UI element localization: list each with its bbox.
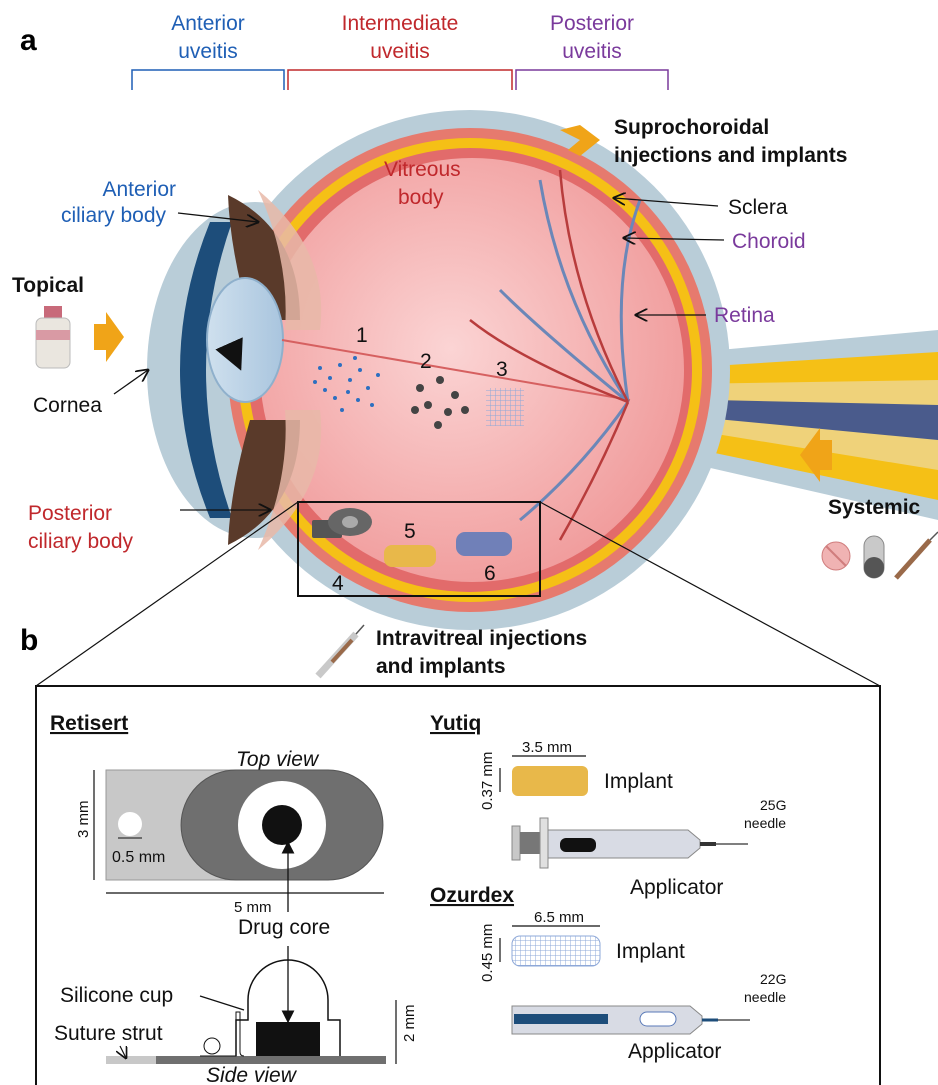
label-choroid: Choroid	[732, 230, 806, 253]
number-4: 4	[332, 572, 344, 595]
syringe-systemic-icon	[896, 532, 938, 578]
retisert-title: Retisert	[50, 712, 128, 735]
panel-b-letter: b	[20, 624, 38, 657]
eye-drop-bottle-icon	[36, 306, 70, 368]
label-anterior-ciliary-2: ciliary body	[61, 204, 167, 227]
retisert-side-view: Side view	[206, 1064, 298, 1085]
route-systemic: Systemic	[828, 496, 921, 519]
route-intravitreal-1: Intravitreal injections	[376, 627, 587, 650]
number-6: 6	[484, 562, 496, 585]
retisert-dim-side: 2 mm	[401, 1005, 418, 1043]
route-intravitreal-2: and implants	[376, 655, 506, 678]
retisert-dim-length: 5 mm	[234, 899, 272, 916]
ozurdex-needle-1: 22G	[760, 971, 786, 987]
pointer-cornea	[114, 370, 148, 394]
yutiq-applicator-label: Applicator	[630, 876, 723, 899]
ozurdex-implant	[512, 936, 600, 966]
retisert-drug-core: Drug core	[238, 916, 330, 939]
region-anterior: Anterior uveitis	[132, 12, 284, 90]
yutiq-applicator	[512, 818, 748, 868]
region-anterior-line1: Anterior	[171, 12, 245, 35]
label-sclera: Sclera	[728, 196, 788, 219]
ozurdex-dim-diameter: 0.45 mm	[479, 924, 496, 982]
region-intermediate-bracket	[288, 70, 512, 90]
ozurdex-needle-2: needle	[744, 989, 786, 1005]
retisert-suture-strut: Suture strut	[54, 1022, 163, 1045]
retisert-dim-hole: 0.5 mm	[112, 849, 165, 866]
number-3: 3	[496, 358, 508, 381]
label-retina: Retina	[714, 304, 775, 327]
label-anterior-ciliary-1: Anterior	[102, 178, 176, 201]
arrow-topical-icon	[94, 312, 124, 362]
ozurdex-applicator-label: Applicator	[628, 1040, 721, 1063]
drug-mesh-3	[486, 388, 524, 426]
yutiq-implant	[512, 766, 588, 796]
region-anterior-bracket	[132, 70, 284, 90]
label-posterior-ciliary-2: ciliary body	[28, 530, 134, 553]
region-intermediate: Intermediate uveitis	[288, 12, 512, 90]
route-suprochoroidal-1: Suprochoroidal	[614, 116, 769, 139]
region-posterior-line1: Posterior	[550, 12, 634, 35]
lens	[207, 278, 283, 402]
retisert-silicone-cup: Silicone cup	[60, 984, 173, 1007]
region-intermediate-line1: Intermediate	[342, 12, 459, 35]
ozurdex-implant-label: Implant	[616, 940, 685, 963]
label-vitreous-1: Vitreous	[384, 158, 461, 181]
region-anterior-line2: uveitis	[178, 40, 238, 63]
yutiq-implant-label: Implant	[604, 770, 673, 793]
label-cornea: Cornea	[33, 394, 102, 417]
route-topical: Topical	[12, 274, 84, 297]
yutiq-implant-small	[384, 545, 436, 567]
region-posterior-line2: uveitis	[562, 40, 622, 63]
ozurdex-dim-length: 6.5 mm	[534, 909, 584, 926]
retisert-top-view: Top view	[236, 748, 320, 771]
number-2: 2	[420, 350, 432, 373]
yutiq-dim-diameter: 0.37 mm	[479, 752, 496, 810]
ozurdex-title: Ozurdex	[430, 884, 514, 907]
label-posterior-ciliary-1: Posterior	[28, 502, 112, 525]
region-posterior-bracket	[516, 70, 668, 90]
route-suprochoroidal-2: injections and implants	[614, 144, 847, 167]
capsule-icon	[864, 536, 884, 578]
yutiq-needle-2: needle	[744, 815, 786, 831]
ozurdex-implant-small	[456, 532, 512, 556]
yutiq-dim-length: 3.5 mm	[522, 739, 572, 756]
ozurdex-applicator	[512, 1006, 750, 1034]
pointer-silicone-cup	[200, 996, 244, 1010]
syringe-intravitreal-icon	[318, 625, 364, 676]
number-1: 1	[356, 324, 368, 347]
retisert-side-diagram	[106, 960, 386, 1064]
yutiq-title: Yutiq	[430, 712, 481, 735]
retisert-dim-height: 3 mm	[75, 801, 92, 839]
yutiq-needle-1: 25G	[760, 797, 786, 813]
label-vitreous-2: body	[398, 186, 444, 209]
vitreous-body-shape	[260, 158, 684, 582]
panel-a-letter: a	[20, 24, 37, 57]
region-intermediate-line2: uveitis	[370, 40, 430, 63]
pill-icon	[822, 542, 850, 570]
region-posterior: Posterior uveitis	[516, 12, 668, 90]
number-5: 5	[404, 520, 416, 543]
